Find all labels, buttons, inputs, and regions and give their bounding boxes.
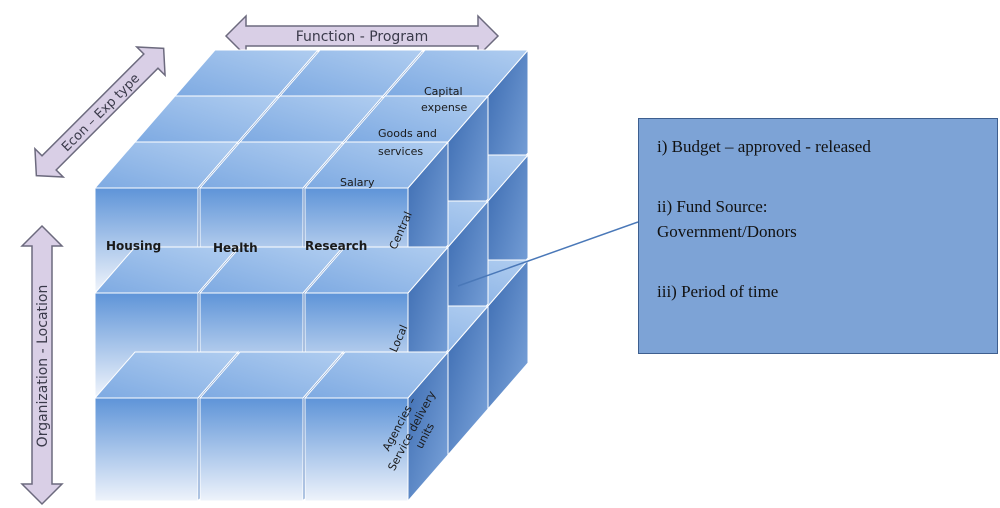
housing-label: Housing: [106, 239, 161, 253]
cube-d0-r2-c2: [303, 350, 450, 503]
capital-expense-line2: expense: [421, 101, 468, 114]
info-box: i) Budget – approved - released ii) Fund…: [638, 118, 998, 354]
function-program-arrow: Function - Program: [224, 14, 500, 58]
cube-grid: [93, 48, 530, 503]
goods-services-line2: services: [378, 145, 423, 158]
goods-services-label: Goods and services: [378, 127, 440, 158]
goods-services-line1: Goods and: [378, 127, 437, 140]
cube-front-face: [94, 397, 199, 502]
health-label: Health: [213, 241, 258, 255]
info-fund-source-detail: Government/Donors: [657, 222, 797, 241]
organization-location-arrow: Organization - Location: [20, 224, 64, 506]
cube-front-face: [304, 397, 409, 502]
capital-expense-label: Capital expense: [421, 85, 468, 114]
info-budget: i) Budget – approved - released: [657, 137, 871, 156]
cube-front-face: [199, 397, 304, 502]
research-label: Research: [305, 239, 367, 253]
callout-line: [457, 221, 639, 287]
organization-location-label: Organization - Location: [35, 285, 51, 448]
info-fund-source: ii) Fund Source:: [657, 197, 768, 216]
function-program-label: Function - Program: [296, 29, 429, 45]
salary-label: Salary: [340, 176, 375, 189]
info-period: iii) Period of time: [657, 282, 779, 301]
capital-expense-line1: Capital: [424, 85, 463, 98]
econ-exp-label: Econ – Exp type: [59, 71, 143, 155]
